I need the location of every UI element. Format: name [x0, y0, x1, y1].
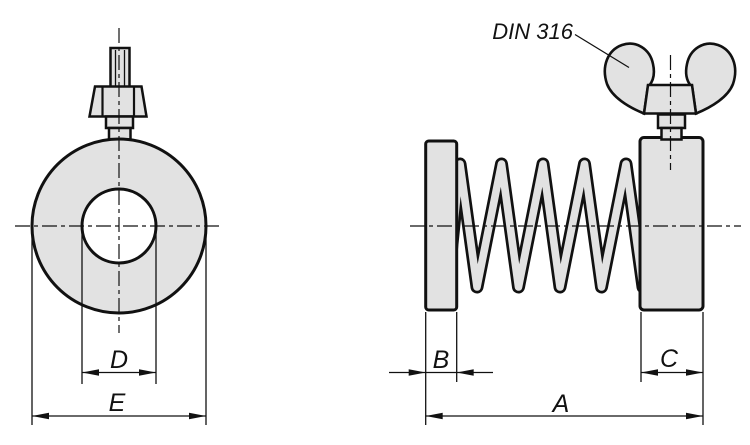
- front-view: D E: [15, 28, 223, 425]
- spring: [444, 157, 650, 294]
- arrowhead: [189, 412, 206, 420]
- bushing: [638, 136, 705, 312]
- wing-left: [603, 42, 656, 116]
- dimension-c: C: [640, 312, 704, 425]
- arrowhead: [408, 369, 426, 376]
- wing-nut: [603, 42, 737, 116]
- wing-right: [684, 42, 737, 116]
- arrowhead: [32, 412, 49, 420]
- arrowhead: [425, 412, 443, 420]
- arrowhead: [686, 412, 703, 420]
- arrowhead: [82, 369, 99, 376]
- collar-upper: [656, 113, 687, 130]
- arrowhead: [139, 369, 156, 376]
- dim-label-e: E: [109, 389, 126, 417]
- dimension-b: B: [389, 312, 493, 425]
- standard-note: DIN 316: [492, 19, 630, 69]
- dimension-d: D: [81, 230, 157, 384]
- dim-label-d: D: [110, 346, 128, 374]
- dim-label-c: C: [660, 345, 679, 373]
- dimension-e: E: [31, 230, 207, 425]
- screw-stem: [109, 46, 131, 90]
- wing-nut-body: [642, 83, 698, 115]
- wing-nut-edge: [88, 85, 148, 118]
- dimension-a: A: [425, 390, 703, 420]
- collar-lower: [660, 126, 683, 141]
- side-view: DIN 316 B C A: [389, 19, 741, 425]
- arrowhead: [456, 369, 474, 376]
- dim-label-b: B: [433, 346, 450, 374]
- note-label: DIN 316: [492, 19, 573, 44]
- dim-label-a: A: [551, 390, 570, 418]
- leader-line: [574, 33, 630, 69]
- arrowhead: [686, 369, 703, 376]
- arrowhead: [641, 369, 658, 376]
